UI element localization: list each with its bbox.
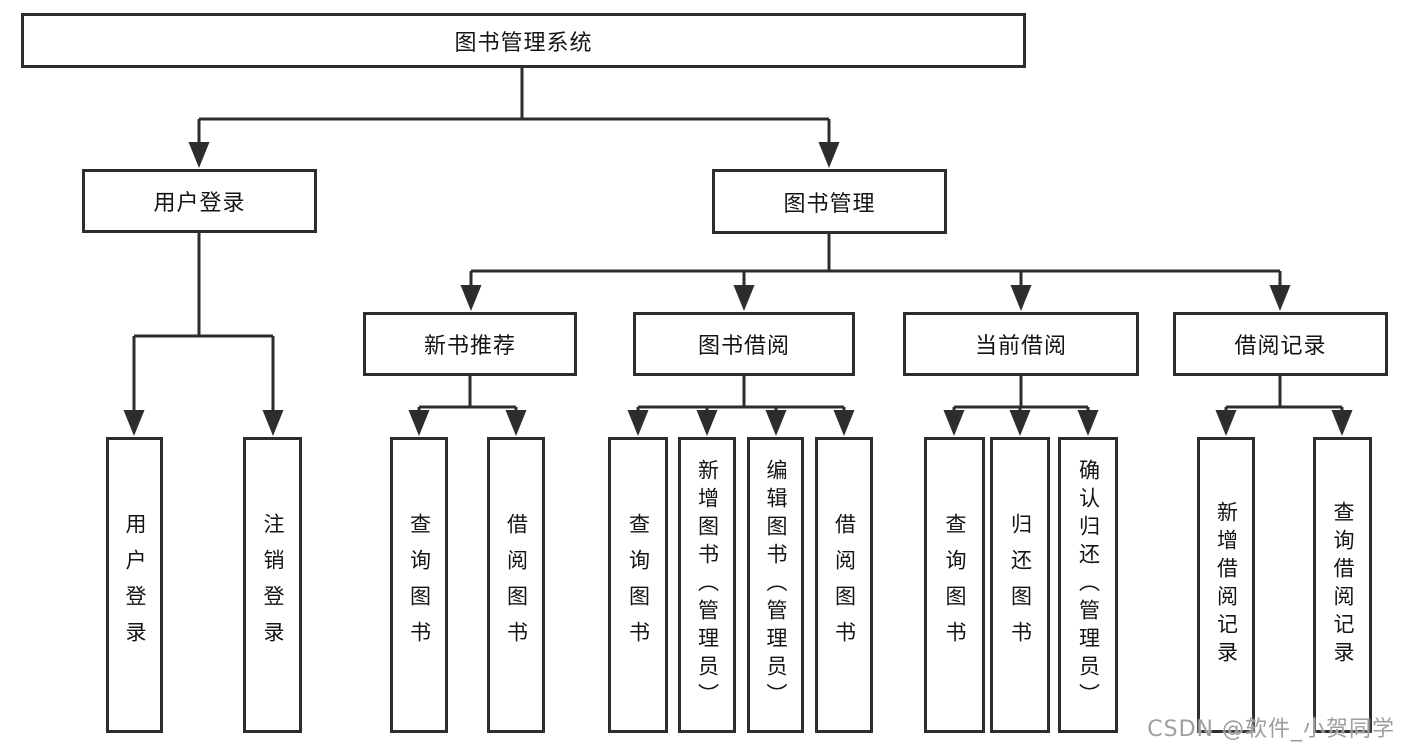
node-leaf-confirm-return-admin: 确认归还（管理员） (1058, 437, 1118, 733)
node-book-borrow-label: 图书借阅 (697, 334, 790, 359)
node-book-management: 图书管理 (712, 169, 947, 234)
node-leaf-edit-book-admin-label: 编辑图书（管理员） (764, 459, 788, 711)
node-leaf-borrow-books-1: 借阅图书 (487, 437, 545, 733)
node-borrow-records-label: 借阅记录 (1234, 334, 1327, 359)
node-leaf-user-login-label: 用户登录 (123, 513, 147, 657)
node-leaf-query-books-2: 查询图书 (608, 437, 668, 733)
node-current-borrow: 当前借阅 (903, 312, 1139, 376)
node-root-system: 图书管理系统 (21, 13, 1026, 68)
node-leaf-query-books-1-label: 查询图书 (407, 513, 432, 657)
node-book-borrow: 图书借阅 (633, 312, 855, 376)
node-leaf-query-books-3: 查询图书 (924, 437, 985, 733)
node-leaf-add-book-admin-label: 新增图书（管理员） (695, 459, 720, 711)
node-leaf-add-borrow-record-label: 新增借阅记录 (1214, 501, 1239, 669)
node-book-management-label: 图书管理 (783, 191, 876, 217)
node-leaf-query-books-1: 查询图书 (390, 437, 448, 733)
node-leaf-logout-label: 注销登录 (261, 513, 285, 657)
node-leaf-query-borrow-record: 查询借阅记录 (1313, 437, 1372, 733)
node-user-login: 用户登录 (82, 169, 317, 233)
watermark-text: CSDN @软件_小贺同学 (1147, 717, 1395, 742)
node-leaf-return-books: 归还图书 (990, 437, 1050, 733)
node-leaf-edit-book-admin: 编辑图书（管理员） (747, 437, 804, 733)
node-new-book-recommend: 新书推荐 (363, 312, 577, 376)
node-leaf-add-book-admin: 新增图书（管理员） (678, 437, 736, 733)
node-user-login-label: 用户登录 (153, 191, 246, 216)
node-leaf-add-borrow-record: 新增借阅记录 (1197, 437, 1255, 733)
node-leaf-confirm-return-admin-label: 确认归还（管理员） (1076, 459, 1101, 711)
node-leaf-query-books-3-label: 查询图书 (943, 513, 967, 657)
node-leaf-query-borrow-record-label: 查询借阅记录 (1331, 501, 1355, 669)
node-root-system-label: 图书管理系统 (454, 30, 593, 56)
node-leaf-logout: 注销登录 (243, 437, 302, 733)
node-leaf-user-login: 用户登录 (106, 437, 163, 733)
node-leaf-borrow-books-2: 借阅图书 (815, 437, 873, 733)
node-leaf-return-books-label: 归还图书 (1008, 513, 1033, 657)
node-leaf-borrow-books-2-label: 借阅图书 (832, 513, 857, 657)
node-leaf-query-books-2-label: 查询图书 (626, 513, 651, 657)
node-new-book-recommend-label: 新书推荐 (423, 334, 516, 359)
node-borrow-records: 借阅记录 (1173, 312, 1388, 376)
node-current-borrow-label: 当前借阅 (974, 334, 1067, 359)
node-leaf-borrow-books-1-label: 借阅图书 (504, 513, 529, 657)
